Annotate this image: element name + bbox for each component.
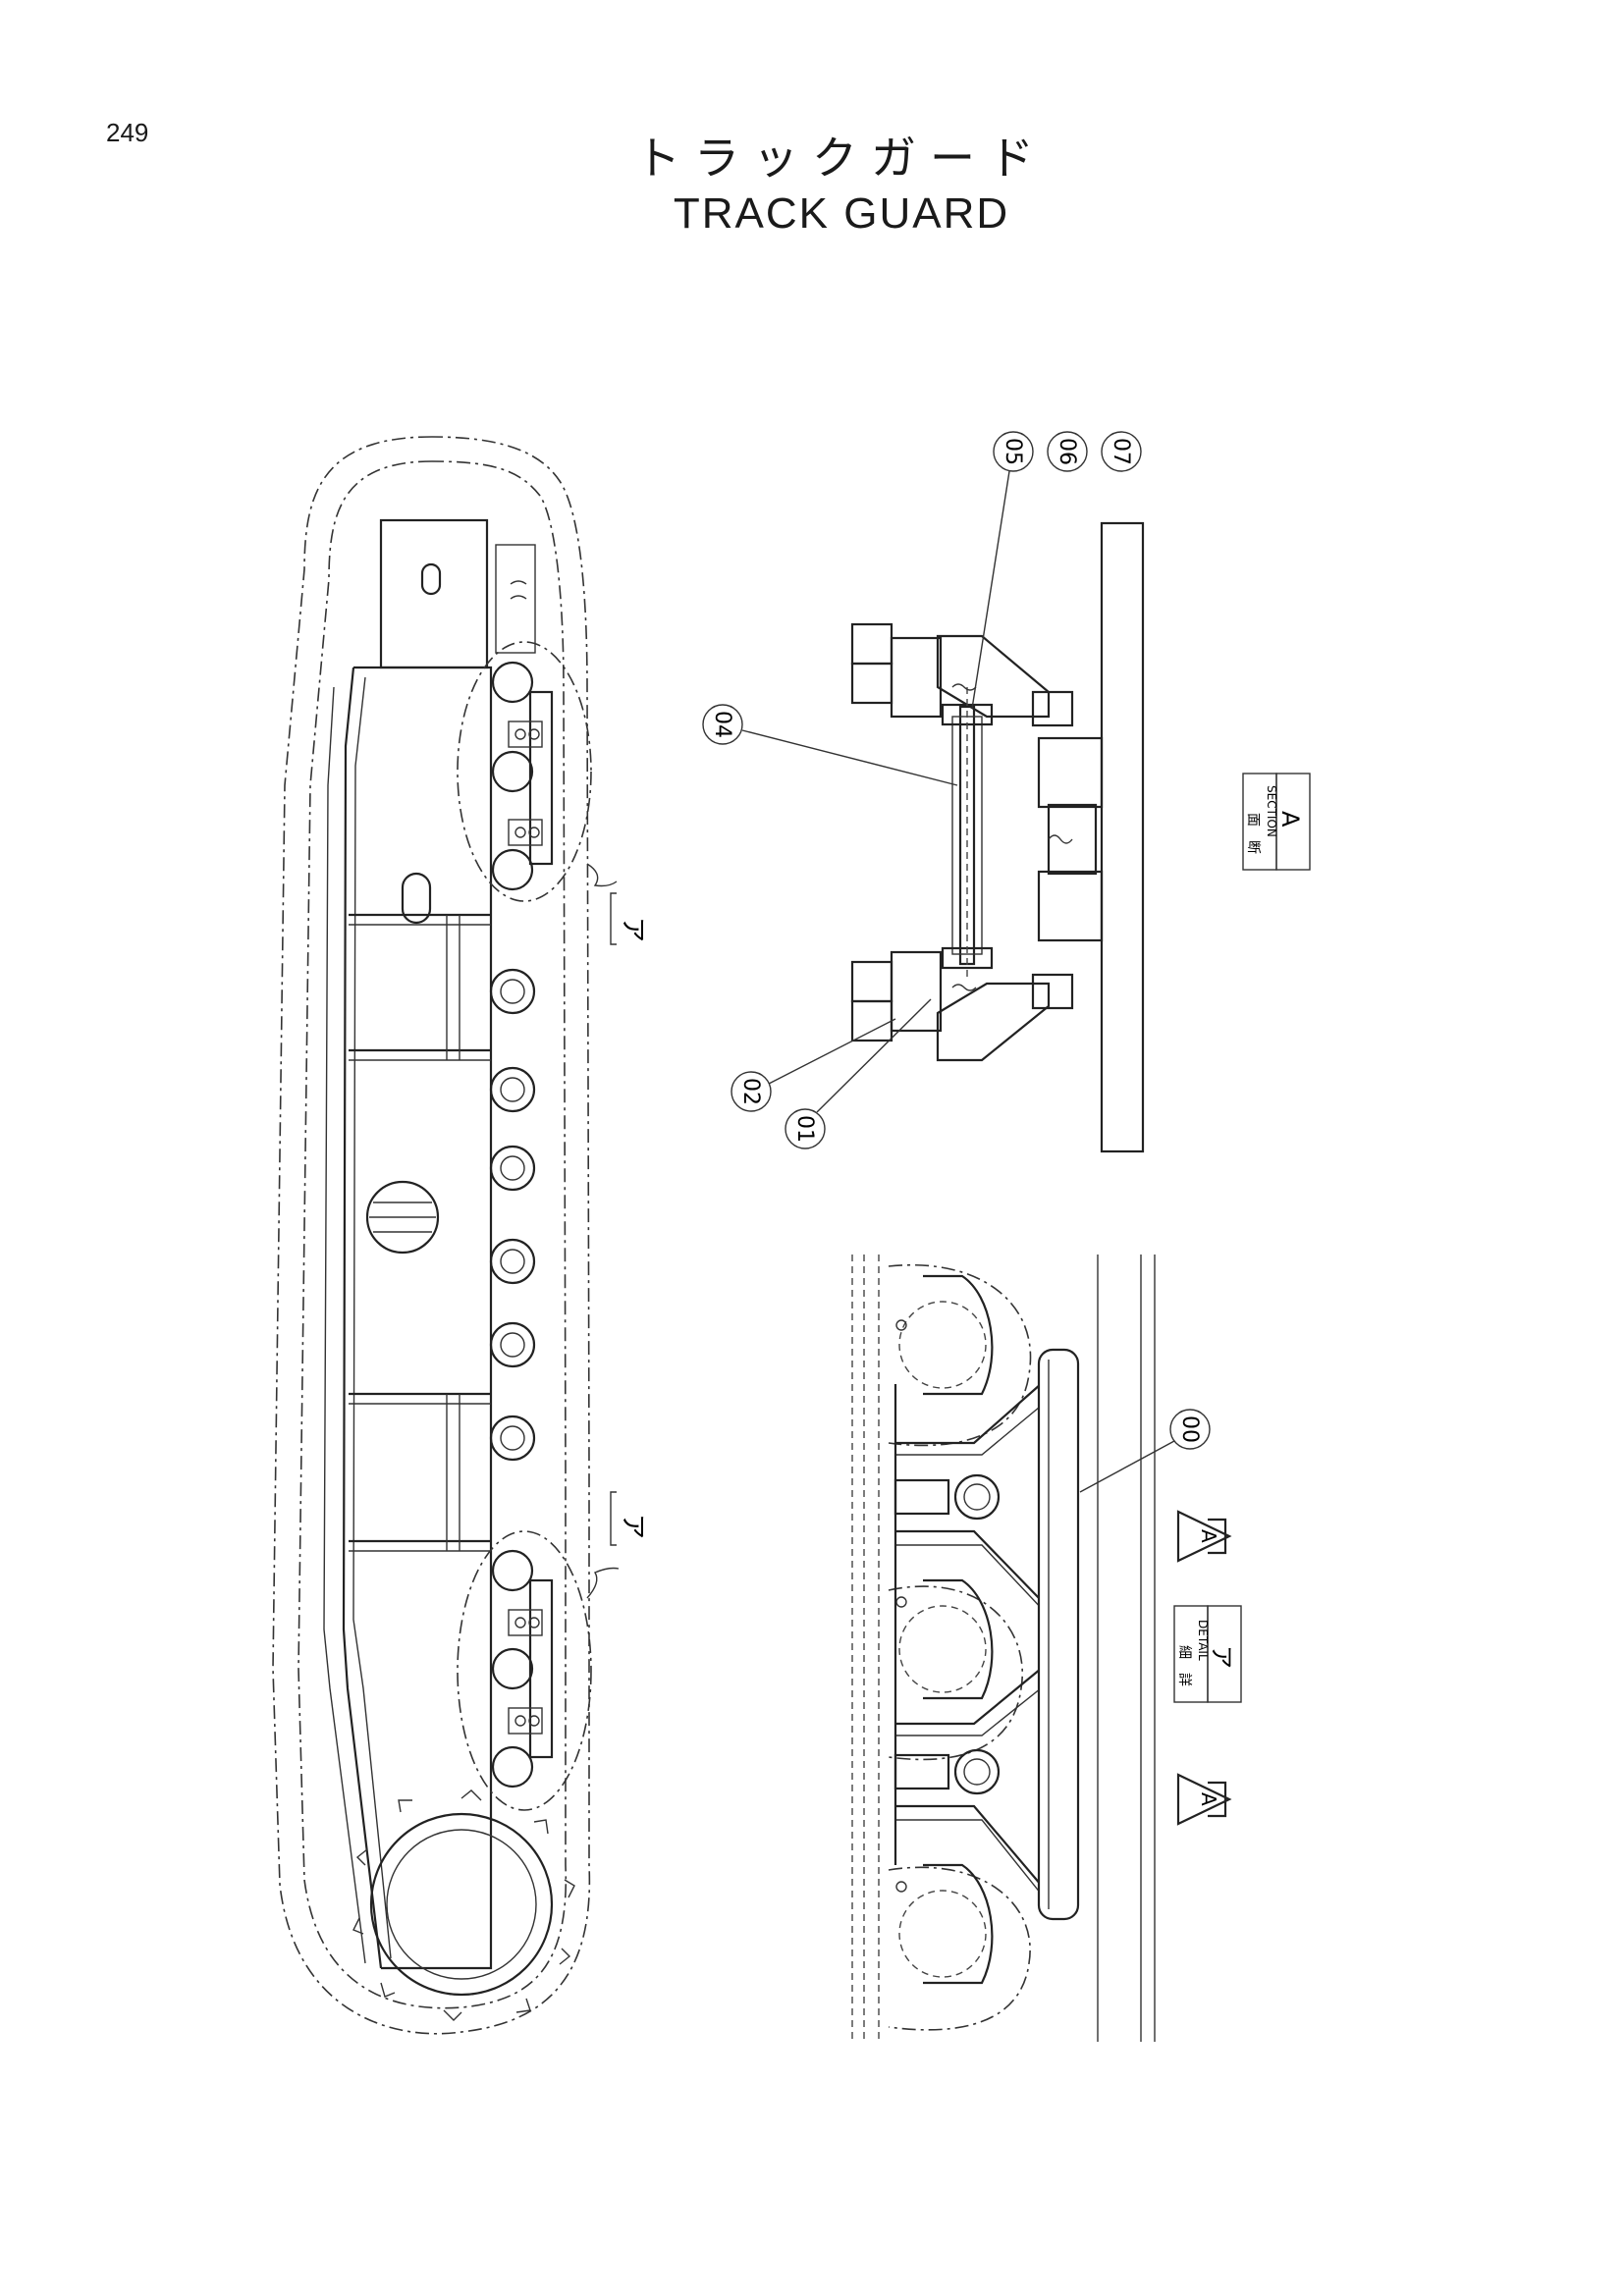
detail-leader-lower (586, 1567, 620, 1599)
track-guard-plate (1037, 1348, 1080, 1921)
bracket-bolt-head-upper-a (850, 622, 893, 666)
guard-blocks-lower (508, 1578, 554, 1759)
detail-a-label: 詳 細 DETAIL ア (1173, 1605, 1242, 1703)
detail-roller-outline-top (888, 1264, 1032, 1447)
detail-circle-lower (457, 1530, 592, 1811)
detail-rollers (895, 1274, 994, 1985)
spring-mark-lower (951, 984, 977, 991)
frame-left-edge (342, 667, 383, 1969)
frame-outer-line (323, 686, 366, 1964)
svg-text:05: 05 (1001, 438, 1025, 465)
svg-text:A: A (1276, 811, 1304, 828)
detail-ref-upper: ア (618, 917, 647, 942)
section-arrow-lower: A (1176, 1773, 1232, 1826)
svg-text:SECTION: SECTION (1265, 785, 1278, 837)
svg-text:A: A (1197, 1792, 1220, 1806)
svg-text:01: 01 (792, 1115, 817, 1143)
detail-circle-upper (457, 641, 592, 902)
frame-inner-line (352, 676, 392, 1959)
track-shoe-plate (1100, 521, 1145, 1153)
idler-cylinder (495, 544, 536, 654)
detail-a-view: 00 A A 詳 細 DETAIL ア (851, 1255, 1242, 2042)
svg-text:00: 00 (1177, 1415, 1202, 1443)
detail-ref-lower: ア (618, 1514, 647, 1539)
callout-06: 06 (1047, 431, 1088, 472)
callout-04: 04 (702, 704, 958, 786)
page-number: 249 (106, 118, 149, 147)
title-block: トラックガード TRACK GUARD (0, 130, 1624, 241)
detail-ref-bracket-upper (610, 892, 617, 945)
callout-02: 02 (731, 1018, 896, 1112)
detail-chain-lines (851, 1255, 1156, 2042)
title-english: TRACK GUARD (673, 189, 1010, 238)
svg-text:断: 断 (1245, 840, 1261, 854)
svg-text:細: 細 (1176, 1645, 1192, 1659)
detail-roller-outline-bottom (888, 1866, 1031, 2031)
guard-plate-upper (936, 634, 1051, 719)
idler-spring-mark (510, 580, 527, 600)
svg-text:ア: ア (1208, 1645, 1235, 1669)
callout-01: 01 (785, 998, 932, 1149)
section-a-view: 05 06 07 04 02 01 断 (702, 431, 1311, 1153)
guard-blocks-upper (508, 690, 554, 866)
section-arrow-upper: A (1176, 1510, 1232, 1563)
callout-00: 00 (1079, 1409, 1211, 1493)
frame-top-edge (353, 666, 493, 1970)
detail-guard-brackets (893, 1383, 1052, 1899)
detail-leader-upper (586, 863, 618, 887)
bracket-bolt-body-lower (890, 950, 943, 1033)
svg-text:04: 04 (710, 711, 734, 738)
track-chain-inner-outline (298, 460, 568, 2009)
bracket-bolt-head-lower-a (850, 960, 893, 1003)
detail-roller-outline-mid (888, 1585, 1023, 1761)
detail-bolt-bosses (893, 1473, 1001, 1795)
svg-text:DETAIL: DETAIL (1196, 1620, 1210, 1661)
frame-inspection-hole (365, 1180, 440, 1255)
frame-hole-hatch (369, 1201, 436, 1233)
svg-text:詳: 詳 (1176, 1673, 1192, 1686)
guard-block-upper (1031, 690, 1074, 727)
cross-members (349, 913, 491, 1552)
callout-05: 05 (971, 431, 1034, 710)
track-rollers (489, 661, 536, 1789)
roller-lower-flange (1037, 870, 1104, 942)
drive-sprocket (352, 1789, 575, 2021)
svg-text:07: 07 (1109, 438, 1133, 465)
bracket-bolt-head-upper-b (850, 662, 893, 705)
guard-plate-lower (936, 982, 1051, 1062)
svg-text:面: 面 (1245, 813, 1261, 827)
title-japanese: トラックガード (635, 132, 1048, 185)
guard-block-lower (1031, 973, 1074, 1010)
roller-wave-mark (1048, 834, 1073, 844)
svg-text:02: 02 (738, 1078, 763, 1105)
frame-slot (401, 872, 432, 925)
bracket-bolt-body-upper (890, 636, 943, 719)
track-chain-outline (272, 436, 591, 2035)
svg-text:06: 06 (1055, 438, 1079, 465)
detail-ref-bracket-lower (610, 1491, 617, 1546)
bracket-bolt-head-lower-b (850, 999, 893, 1042)
spring-mark-upper (951, 683, 977, 691)
svg-text:A: A (1197, 1529, 1220, 1543)
roller-upper-flange (1037, 736, 1104, 809)
track-frame-side-view: ア ア (272, 436, 647, 2035)
idler-slot (420, 562, 442, 596)
callout-07: 07 (1101, 431, 1142, 472)
section-a-label: 断 面 SECTION A (1242, 773, 1311, 871)
